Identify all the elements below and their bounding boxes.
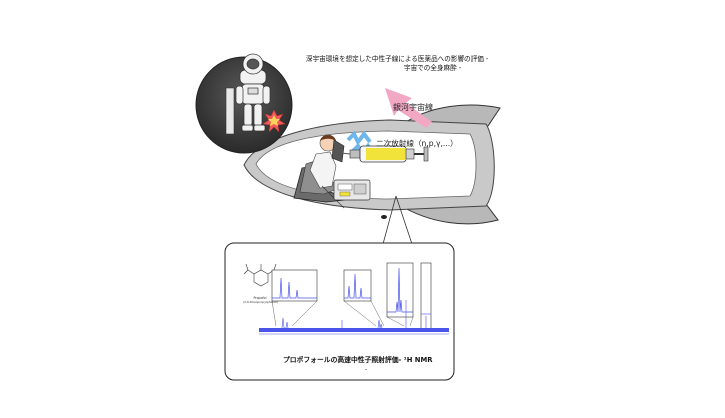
zoom-box-2 — [343, 269, 372, 302]
astronaut-moon — [195, 53, 293, 154]
patient-hair — [320, 135, 336, 141]
astronaut-icon — [235, 53, 271, 132]
molecule-formula-name: (2,6-Diisopropylphenol) — [243, 300, 279, 304]
zoom-box-3 — [386, 262, 414, 318]
molecule-name: Propofol — [253, 296, 267, 300]
zoom-connectors — [271, 300, 414, 327]
secondary-radiation-label: 二次放射線（n,p,γ,...） — [376, 139, 458, 148]
figure-subtitle: 宇宙での全身麻酔 - — [404, 64, 462, 72]
callout-caption: プロポフォールの高速中性子照射評価- ¹H NMR — [283, 356, 433, 364]
infusion-pump-icon — [333, 179, 371, 201]
patient-body — [309, 151, 337, 189]
syringe-icon — [331, 145, 429, 163]
cosmic-ray-arrow — [385, 88, 432, 128]
patient-bed-icon — [293, 134, 345, 209]
starburst-icon — [262, 109, 286, 133]
callout-pointer — [382, 195, 413, 245]
iv-line — [321, 185, 345, 209]
nmr-spectrum — [259, 300, 449, 335]
astronaut-door — [225, 87, 235, 135]
rocket-nozzle-dot — [381, 215, 387, 219]
galactic-cosmic-ray-label: 銀河宇宙線 — [393, 103, 433, 112]
moon-circle — [195, 56, 293, 154]
zoom-box-1 — [271, 269, 318, 302]
figure-title: 深宇宙環境を想定した中性子線による医薬品への影響の評価 - — [306, 55, 489, 63]
caption-trailing: - — [365, 366, 368, 373]
